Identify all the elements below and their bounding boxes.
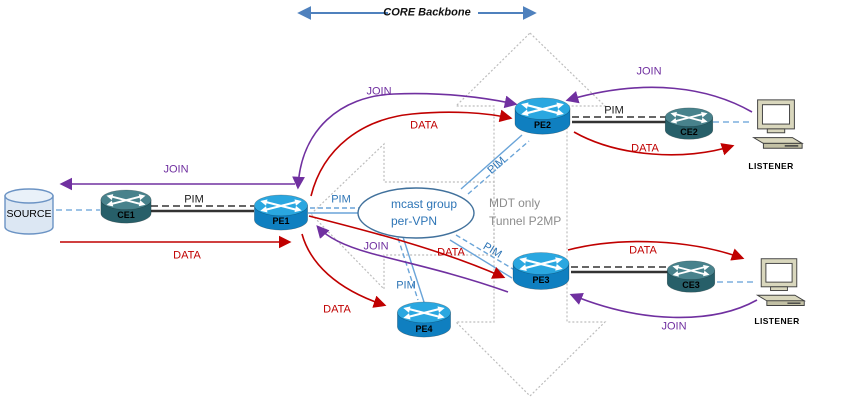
join-label-pe1-pe2: JOIN [366, 85, 392, 98]
source-label: SOURCE [6, 208, 52, 220]
core-backbone-label: CORE Backbone [383, 6, 471, 19]
join-pe2-pe1 [292, 92, 518, 190]
join-flows [59, 86, 758, 319]
router-icon [253, 194, 309, 232]
pim-label-cloud-pe4: PIM [396, 279, 416, 292]
computer-icon [746, 98, 806, 154]
data-label-pe2-listener: DATA [631, 142, 659, 155]
ce2-label: CE2 [680, 127, 698, 137]
pim-label-pe1-cloud: PIM [331, 193, 351, 206]
node-listener-top [746, 98, 806, 154]
node-source: SOURCE [4, 188, 54, 236]
data-label-pe3-listener: DATA [629, 244, 657, 257]
data-pe1-to-pe2 [310, 109, 513, 197]
pe4-label: PE4 [415, 324, 433, 334]
link-pe2-ce2 [572, 116, 666, 124]
listener-bottom-label: LISTENER [754, 316, 800, 326]
data-label-pe1-pe4: DATA [323, 303, 351, 316]
data-pe1-to-pe4 [301, 233, 387, 308]
join-listener-to-pe3 [569, 292, 758, 319]
data-pe3-to-listener [567, 240, 745, 261]
data-pe2-to-listener [573, 131, 735, 156]
link-ce1-pe1 [151, 205, 254, 213]
ce3-label: CE3 [682, 280, 700, 290]
mdt-tunnel-text: MDT only Tunnel P2MP [489, 196, 562, 228]
router-icon [514, 96, 571, 137]
data-pe1-to-pe3 [308, 215, 506, 279]
data-label-pe1-pe3: DATA [437, 246, 465, 259]
join-label-source: JOIN [163, 163, 189, 176]
data-label-pe1-pe2: DATA [410, 119, 438, 132]
pe3-label: PE3 [532, 275, 550, 285]
link-pe1-cloud [308, 207, 359, 214]
join-listener-to-pe2 [565, 86, 753, 113]
data-label-source: DATA [173, 249, 201, 262]
router-icon [512, 251, 570, 292]
node-pe1: PE1 [253, 194, 309, 232]
listener-top-label: LISTENER [748, 161, 794, 171]
node-ce2: CE2 [664, 107, 714, 141]
node-ce1: CE1 [100, 189, 152, 225]
node-listener-bottom [750, 257, 808, 311]
pim-label-ce1-pe1: PIM [184, 193, 204, 206]
join-label-pe3-pe1: JOIN [363, 240, 389, 253]
data-flows [60, 109, 745, 308]
link-cloud-pe4 [397, 236, 425, 303]
node-pe3: PE3 [512, 251, 570, 292]
computer-icon [750, 257, 808, 311]
ce1-label: CE1 [117, 210, 135, 220]
left-arrow-outline [310, 142, 495, 291]
join-pe3-to-pe1 [316, 225, 509, 293]
node-pe2: PE2 [514, 96, 571, 137]
mcast-group-text: mcast group per-VPN [391, 197, 458, 228]
join-label-listener-pe2: JOIN [636, 65, 662, 78]
pe1-label: PE1 [272, 216, 290, 226]
node-pe4: PE4 [395, 301, 453, 339]
pe2-label: PE2 [533, 120, 551, 130]
pim-label-pe2-ce2: PIM [604, 104, 624, 117]
node-ce3: CE3 [666, 260, 716, 294]
link-pe3-ce3 [571, 266, 668, 274]
join-label-listener-pe3: JOIN [661, 320, 687, 333]
